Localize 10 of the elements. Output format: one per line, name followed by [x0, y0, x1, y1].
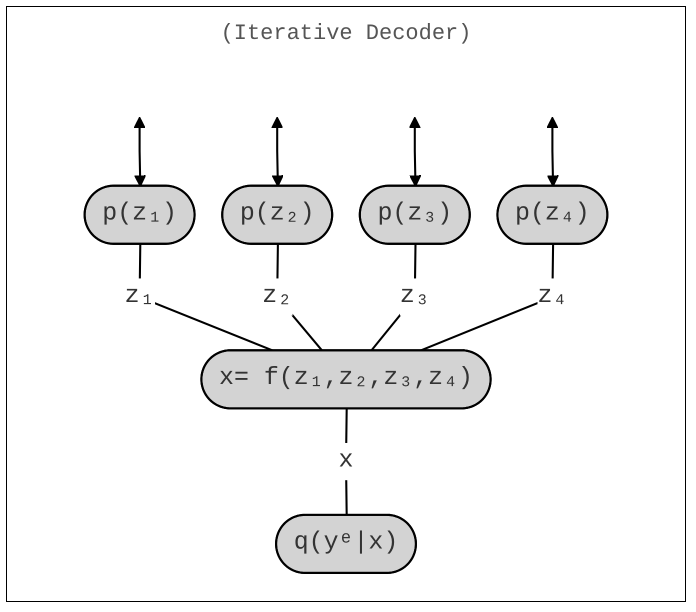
- arrow: [271, 116, 284, 186]
- edge-label: z₃: [400, 282, 430, 310]
- arrow: [408, 116, 422, 186]
- edge-label: z₂: [262, 282, 292, 310]
- edge-label: z₄: [537, 282, 568, 310]
- edge-label: z₁: [124, 282, 155, 310]
- edge-label: x: [338, 446, 354, 474]
- diagram-title: (Iterative Decoder): [220, 21, 472, 46]
- arrow: [134, 116, 146, 186]
- arrow: [546, 116, 559, 186]
